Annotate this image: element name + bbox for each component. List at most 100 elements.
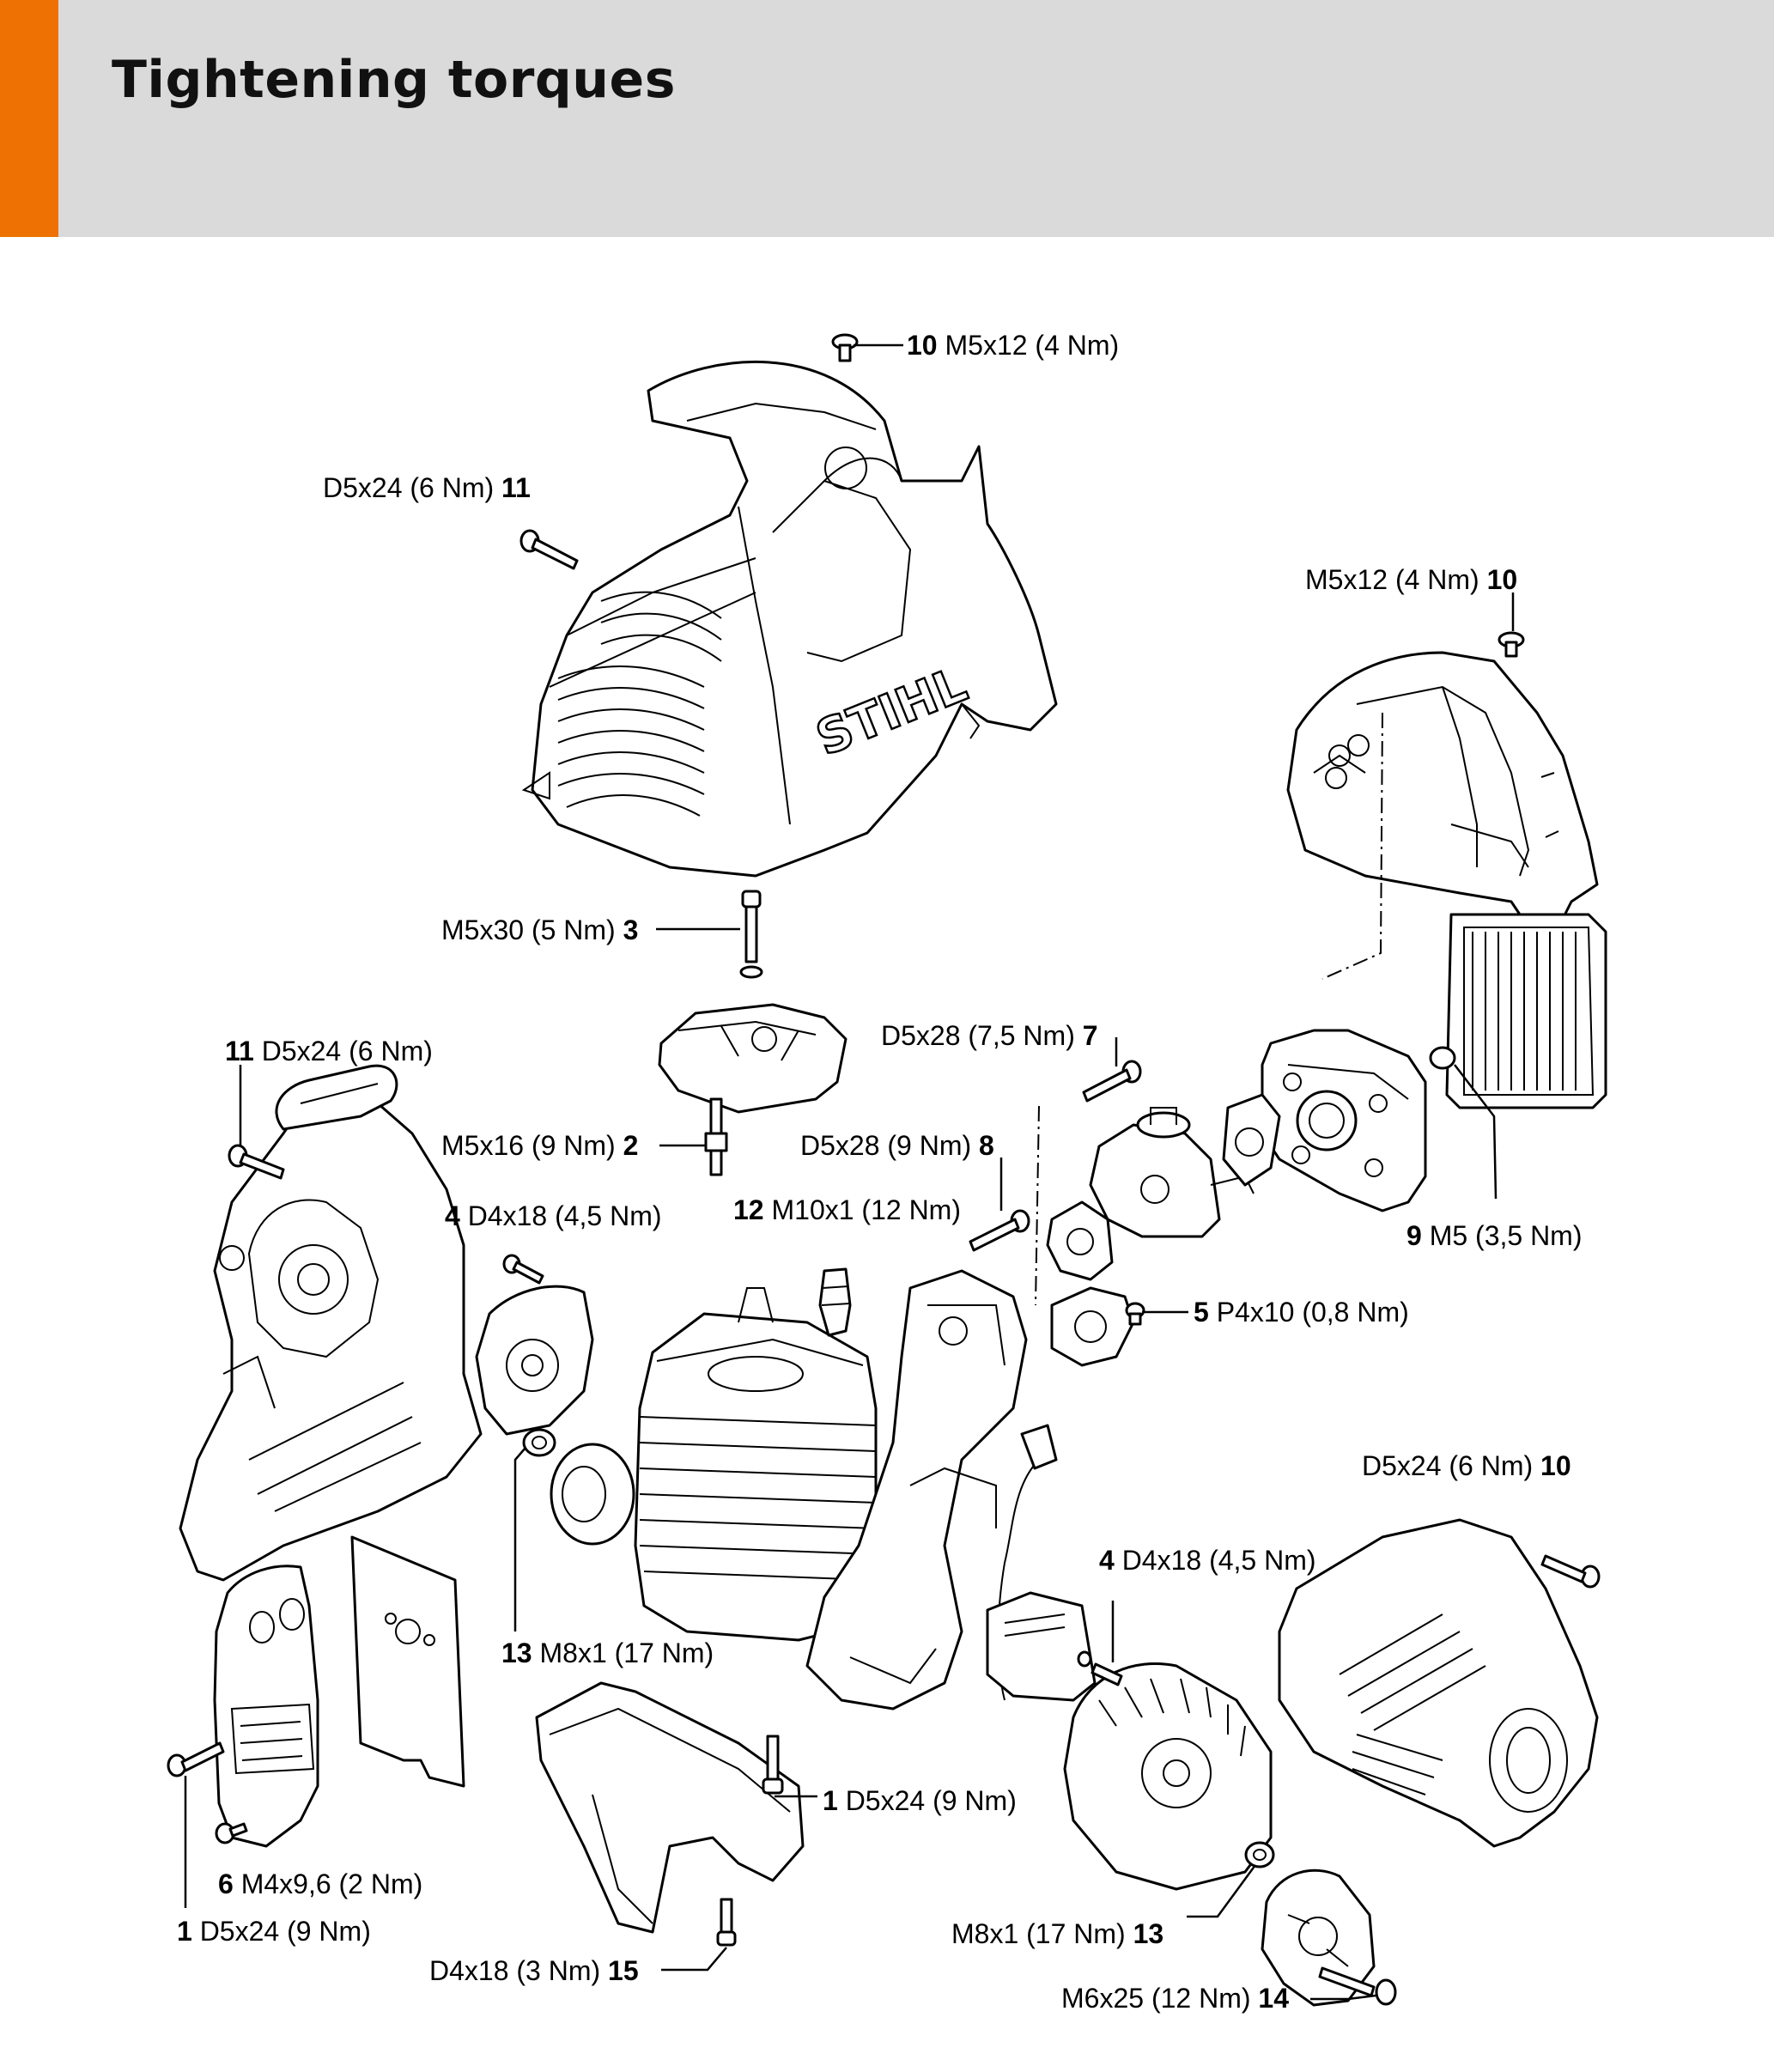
callout-spec: M5 (3,5 Nm) <box>1429 1220 1583 1251</box>
screw-1-left <box>167 1741 225 1777</box>
callout-spec: D5x28 (7,5 Nm) <box>881 1020 1075 1051</box>
fan-housing <box>1278 1518 1599 1848</box>
callout-spec: D5x24 (6 Nm) <box>261 1036 433 1066</box>
callout-11-left: 11 D5x24 (6 Nm) <box>225 1035 433 1067</box>
cylinder-cap <box>658 1003 848 1114</box>
nut-13-lower <box>1244 1841 1275 1868</box>
nut-9 <box>1429 1046 1456 1070</box>
callout-15: D4x18 (3 Nm) 15 <box>429 1954 639 1987</box>
callout-number: 10 <box>1486 564 1518 595</box>
callout-2: M5x16 (9 Nm) 2 <box>441 1129 638 1162</box>
callout-10-top: 10 M5x12 (4 Nm) <box>907 329 1119 362</box>
callout-number: 6 <box>218 1868 234 1899</box>
callout-spec: M4x9,6 (2 Nm) <box>240 1868 423 1899</box>
callout-number: 4 <box>1099 1545 1115 1576</box>
callout-spec: D5x24 (6 Nm) <box>323 472 495 503</box>
callout-number: 15 <box>608 1955 639 1986</box>
screw-7 <box>1082 1060 1142 1103</box>
callout-number: 12 <box>733 1194 764 1225</box>
intake-manifold <box>1050 1286 1135 1367</box>
crankcase <box>805 1269 1028 1710</box>
callout-1-left: 1 D5x24 (9 Nm) <box>177 1915 371 1947</box>
callout-spec: M5x30 (5 Nm) <box>441 914 616 945</box>
page-title: Tightening torques <box>112 50 676 110</box>
callout-number: 7 <box>1082 1020 1098 1051</box>
callout-number: 13 <box>501 1638 532 1668</box>
callout-13-upper: 13 M8x1 (17 Nm) <box>501 1637 714 1669</box>
screw-11-left <box>228 1144 285 1180</box>
callout-spec: D5x28 (9 Nm) <box>800 1130 972 1161</box>
callout-number: 1 <box>823 1785 838 1816</box>
callout-4-lower: 4 D4x18 (4,5 Nm) <box>1099 1544 1316 1577</box>
callout-spec: D4x18 (4,5 Nm) <box>467 1200 662 1231</box>
page-header: Tightening torques <box>0 0 1774 237</box>
callout-1-center: 1 D5x24 (9 Nm) <box>823 1784 1017 1817</box>
nut-13-upper <box>522 1428 556 1457</box>
callout-number: 9 <box>1406 1220 1422 1251</box>
callout-9: 9 M5 (3,5 Nm) <box>1406 1219 1582 1252</box>
callout-spec: D4x18 (4,5 Nm) <box>1121 1545 1316 1576</box>
screw-5 <box>1125 1302 1145 1326</box>
spark-plug <box>818 1267 852 1337</box>
callout-number: 14 <box>1258 1983 1289 2014</box>
callout-spec: M6x25 (12 Nm) <box>1061 1983 1251 2014</box>
screw-10-top <box>831 333 859 362</box>
callout-12: 12 M10x1 (12 Nm) <box>733 1194 961 1226</box>
assembly-axes <box>1035 712 1383 1306</box>
callout-spec: M5x12 (4 Nm) <box>945 330 1120 361</box>
callout-number: 13 <box>1133 1918 1164 1949</box>
callout-number: 8 <box>979 1130 994 1161</box>
exploded-diagram: STIHL <box>0 237 1774 2068</box>
callout-number: 11 <box>225 1036 254 1066</box>
flywheel <box>1063 1662 1273 1891</box>
callout-spec: D5x24 (9 Nm) <box>199 1916 371 1947</box>
callout-spec: D5x24 (9 Nm) <box>845 1785 1017 1816</box>
callout-14: M6x25 (12 Nm) 14 <box>1061 1982 1289 2014</box>
bottom-guard <box>535 1681 805 1934</box>
callout-spec: M8x1 (17 Nm) <box>951 1918 1126 1949</box>
callout-3: M5x30 (5 Nm) 3 <box>441 914 638 946</box>
starter-pulley-cover <box>475 1285 594 1436</box>
air-filter-element <box>1445 913 1607 1109</box>
callout-spec: M10x1 (12 Nm) <box>771 1194 961 1225</box>
air-filter-cover <box>1286 651 1599 938</box>
flywheel-drum <box>550 1443 635 1546</box>
callout-number: 10 <box>1540 1450 1571 1481</box>
screw-8 <box>969 1209 1030 1252</box>
callout-number: 5 <box>1194 1297 1209 1328</box>
carburetor-box <box>1261 1029 1427 1212</box>
callout-number: 2 <box>623 1130 639 1161</box>
callout-spec: M8x1 (17 Nm) <box>539 1638 714 1668</box>
screw-15 <box>716 1898 737 1947</box>
clutch <box>1261 1868 1376 2007</box>
screw-10-lower <box>1540 1554 1601 1589</box>
callout-number: 10 <box>907 330 938 361</box>
callout-spec: M5x12 (4 Nm) <box>1305 564 1479 595</box>
starter-housing <box>179 1064 483 1582</box>
screw-4-lower <box>1077 1650 1123 1686</box>
exploded-diagram-drawing: STIHL <box>167 333 1607 2007</box>
callout-spec: D4x18 (3 Nm) <box>429 1955 601 1986</box>
callout-8: D5x28 (9 Nm) 8 <box>800 1129 994 1162</box>
heat-shield <box>350 1535 465 1788</box>
screw-1-center <box>762 1735 784 1795</box>
intake-gasket <box>1046 1200 1114 1281</box>
callout-7: D5x28 (7,5 Nm) 7 <box>881 1019 1098 1052</box>
callout-number: 4 <box>445 1200 460 1231</box>
stud-2 <box>704 1097 728 1176</box>
carburetor <box>1089 1107 1255 1238</box>
leader-lines <box>184 343 1515 2001</box>
callout-spec: M5x16 (9 Nm) <box>441 1130 616 1161</box>
screw-11-top <box>519 529 579 570</box>
carburetor-gasket <box>1222 1093 1281 1187</box>
muffler <box>213 1565 319 1848</box>
screw-6 <box>215 1822 248 1844</box>
callout-number: 11 <box>501 472 531 503</box>
ignition-module <box>986 1591 1097 1702</box>
header-accent-bar <box>0 0 58 237</box>
callout-number: 1 <box>177 1916 192 1947</box>
callout-13-lower: M8x1 (17 Nm) 13 <box>951 1917 1163 1950</box>
callout-spec: P4x10 (0,8 Nm) <box>1216 1297 1409 1328</box>
callout-number: 3 <box>623 914 639 945</box>
callout-11-top: D5x24 (6 Nm) 11 <box>323 471 531 504</box>
